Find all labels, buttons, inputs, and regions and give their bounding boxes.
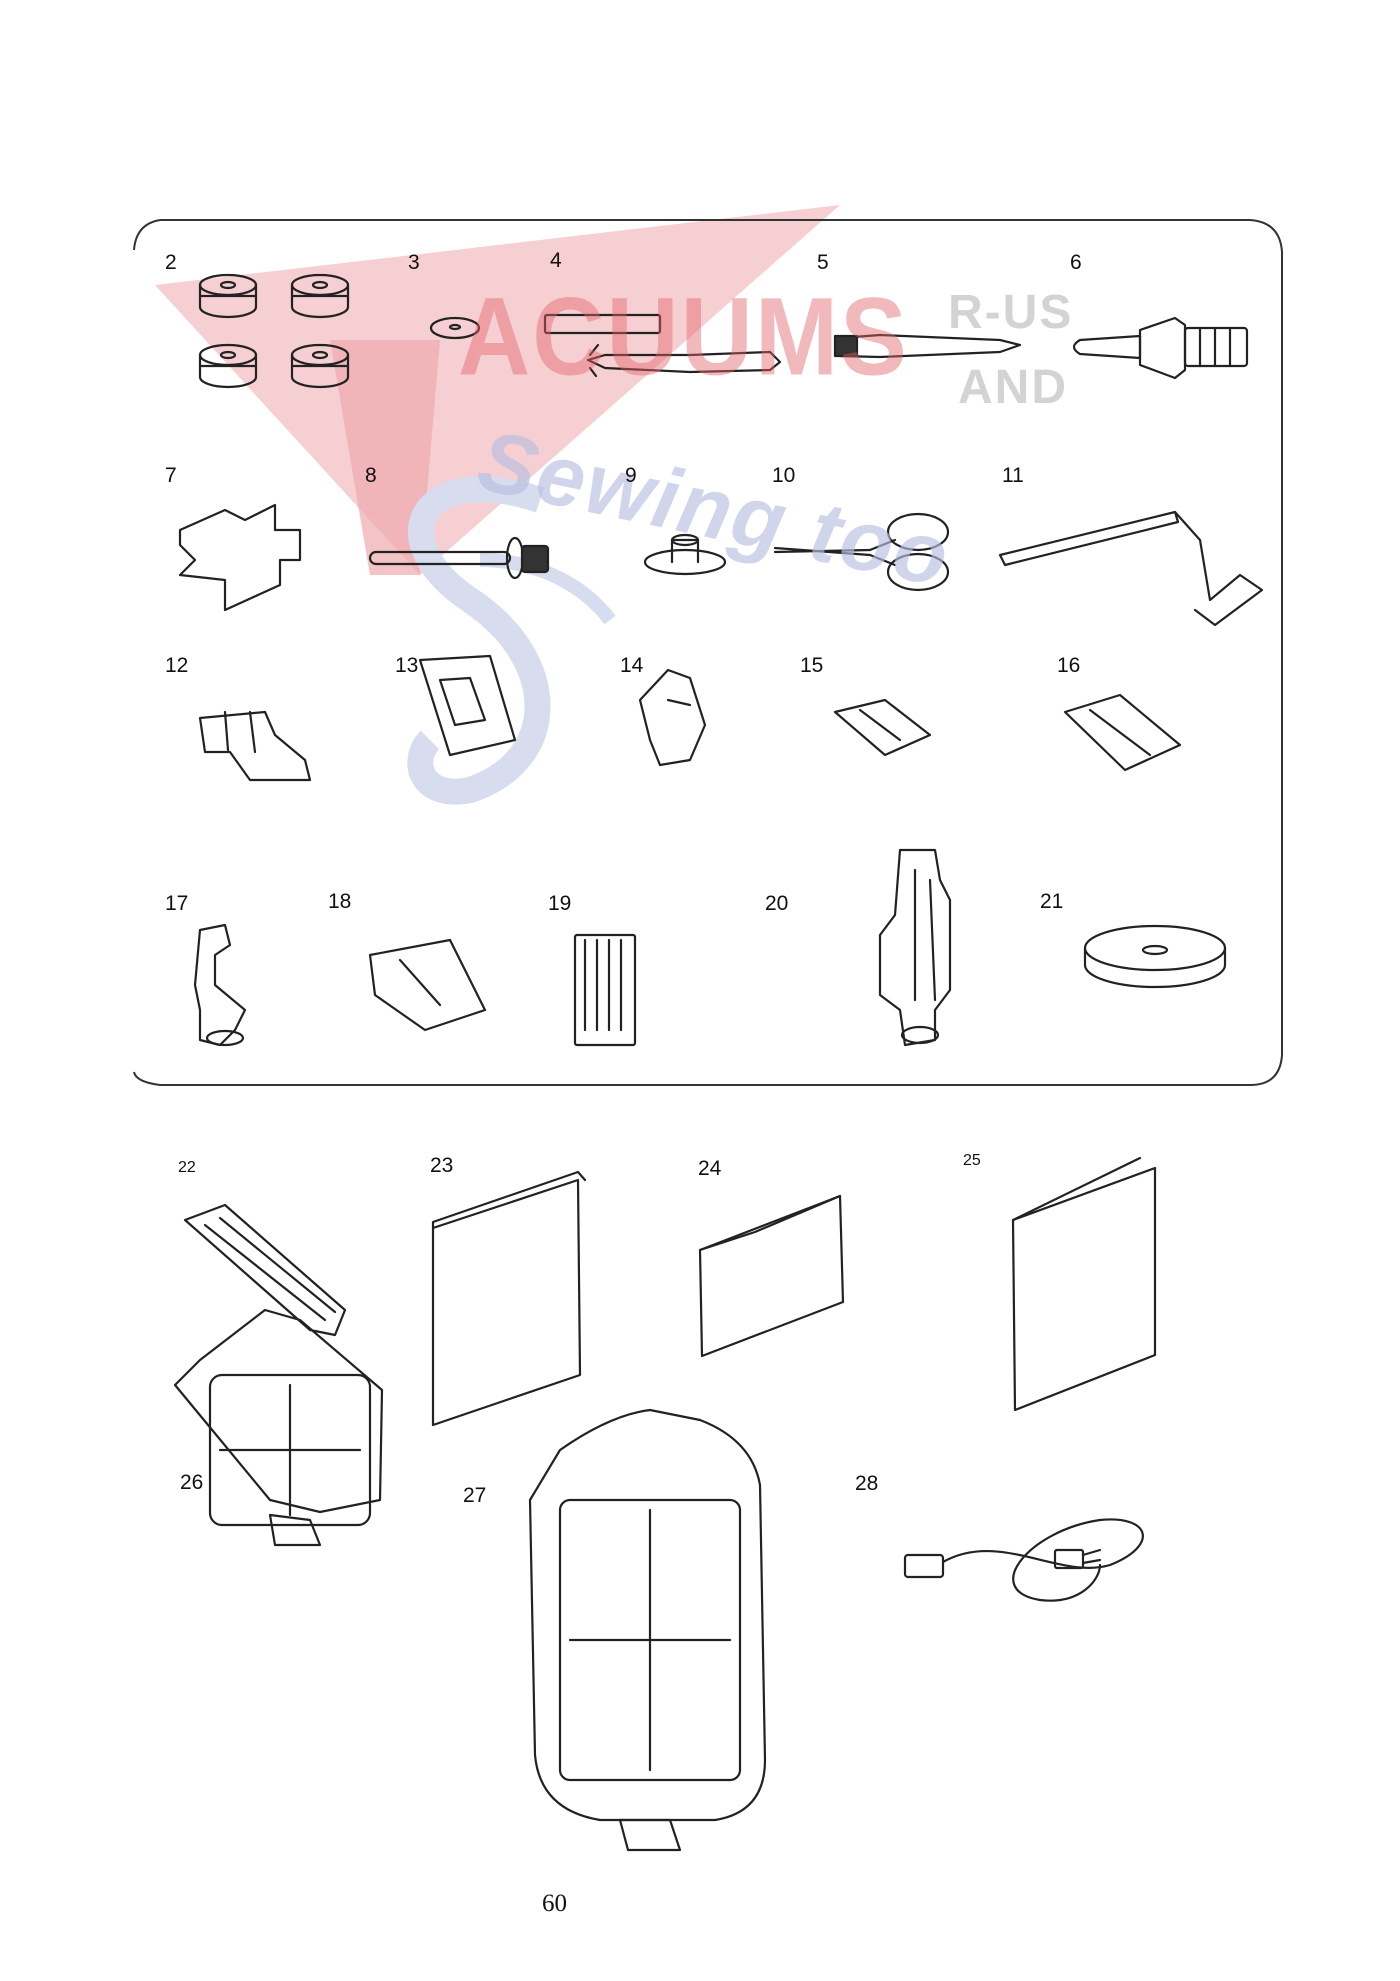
item-label-16: 16 <box>1057 654 1081 677</box>
walking-foot-illustration <box>878 848 952 1047</box>
presser-foot-18-illustration <box>368 938 487 1032</box>
presser-foot-16-illustration <box>1063 693 1182 772</box>
scissors-illustration <box>773 512 950 592</box>
item-label-21: 21 <box>1040 890 1064 913</box>
item-label-22: 22 <box>178 1159 196 1176</box>
instruction-book-illustration <box>431 1170 587 1427</box>
item-label-14: 14 <box>620 654 644 677</box>
embroidery-hoop-large-illustration <box>528 1408 767 1852</box>
item-label-4: 4 <box>550 249 562 272</box>
lint-brush-illustration <box>833 333 1022 359</box>
watermark-brand-suffix-2: AND <box>958 361 1068 414</box>
buttonhole-foot-illustration <box>183 1203 347 1337</box>
spool-pin-illustration <box>368 536 550 580</box>
item-label-6: 6 <box>1070 251 1082 274</box>
item-label-27: 27 <box>463 1484 487 1507</box>
watermark-brand-main: ACUUMS <box>458 275 909 399</box>
felt-washer-illustration <box>429 316 481 340</box>
watermark-logo <box>155 205 840 805</box>
item-label-25: 25 <box>963 1152 981 1169</box>
item-label-7: 7 <box>165 464 177 487</box>
knee-lifter-illustration <box>998 510 1264 627</box>
item-label-9: 9 <box>625 464 637 487</box>
needle-pack-illustration <box>573 933 637 1047</box>
bobbins-illustration <box>198 273 350 389</box>
presser-foot-15-illustration <box>833 698 932 757</box>
watermark-brand-suffix-1: R-US <box>948 286 1074 339</box>
accessories-box <box>133 219 1283 1086</box>
item-label-11: 11 <box>1002 464 1024 487</box>
item-label-26: 26 <box>180 1471 204 1494</box>
item-label-20: 20 <box>765 892 789 915</box>
item-label-3: 3 <box>408 251 420 274</box>
power-cord-illustration <box>903 1518 1144 1602</box>
item-label-19: 19 <box>548 892 572 915</box>
item-label-12: 12 <box>165 654 189 677</box>
presser-foot-14-illustration <box>638 668 707 767</box>
item-label-23: 23 <box>430 1154 454 1177</box>
spool-cap-illustration <box>178 503 302 612</box>
darning-foot-illustration <box>193 923 247 1047</box>
item-label-5: 5 <box>817 251 829 274</box>
item-label-13: 13 <box>395 654 419 677</box>
item-label-28: 28 <box>855 1472 879 1495</box>
spool-holder-illustration <box>643 533 727 576</box>
item-label-2: 2 <box>165 251 177 274</box>
page-number: 60 <box>542 1890 567 1917</box>
item-label-18: 18 <box>328 890 352 913</box>
item-label-8: 8 <box>365 464 377 487</box>
item-label-24: 24 <box>698 1157 722 1180</box>
spool-cushion-illustration <box>1083 924 1227 989</box>
quick-guide-illustration <box>698 1194 845 1358</box>
item-label-17: 17 <box>165 892 189 915</box>
disc-screwdriver-illustration <box>1072 316 1249 380</box>
presser-foot-13-illustration <box>418 654 517 757</box>
embroidery-hoop-small-illustration <box>173 1308 384 1547</box>
leaflet-illustration <box>1011 1156 1157 1412</box>
item-label-10: 10 <box>772 464 796 487</box>
item-label-15: 15 <box>800 654 824 677</box>
seam-ripper-illustration <box>543 313 782 378</box>
presser-foot-12-illustration <box>198 710 312 782</box>
